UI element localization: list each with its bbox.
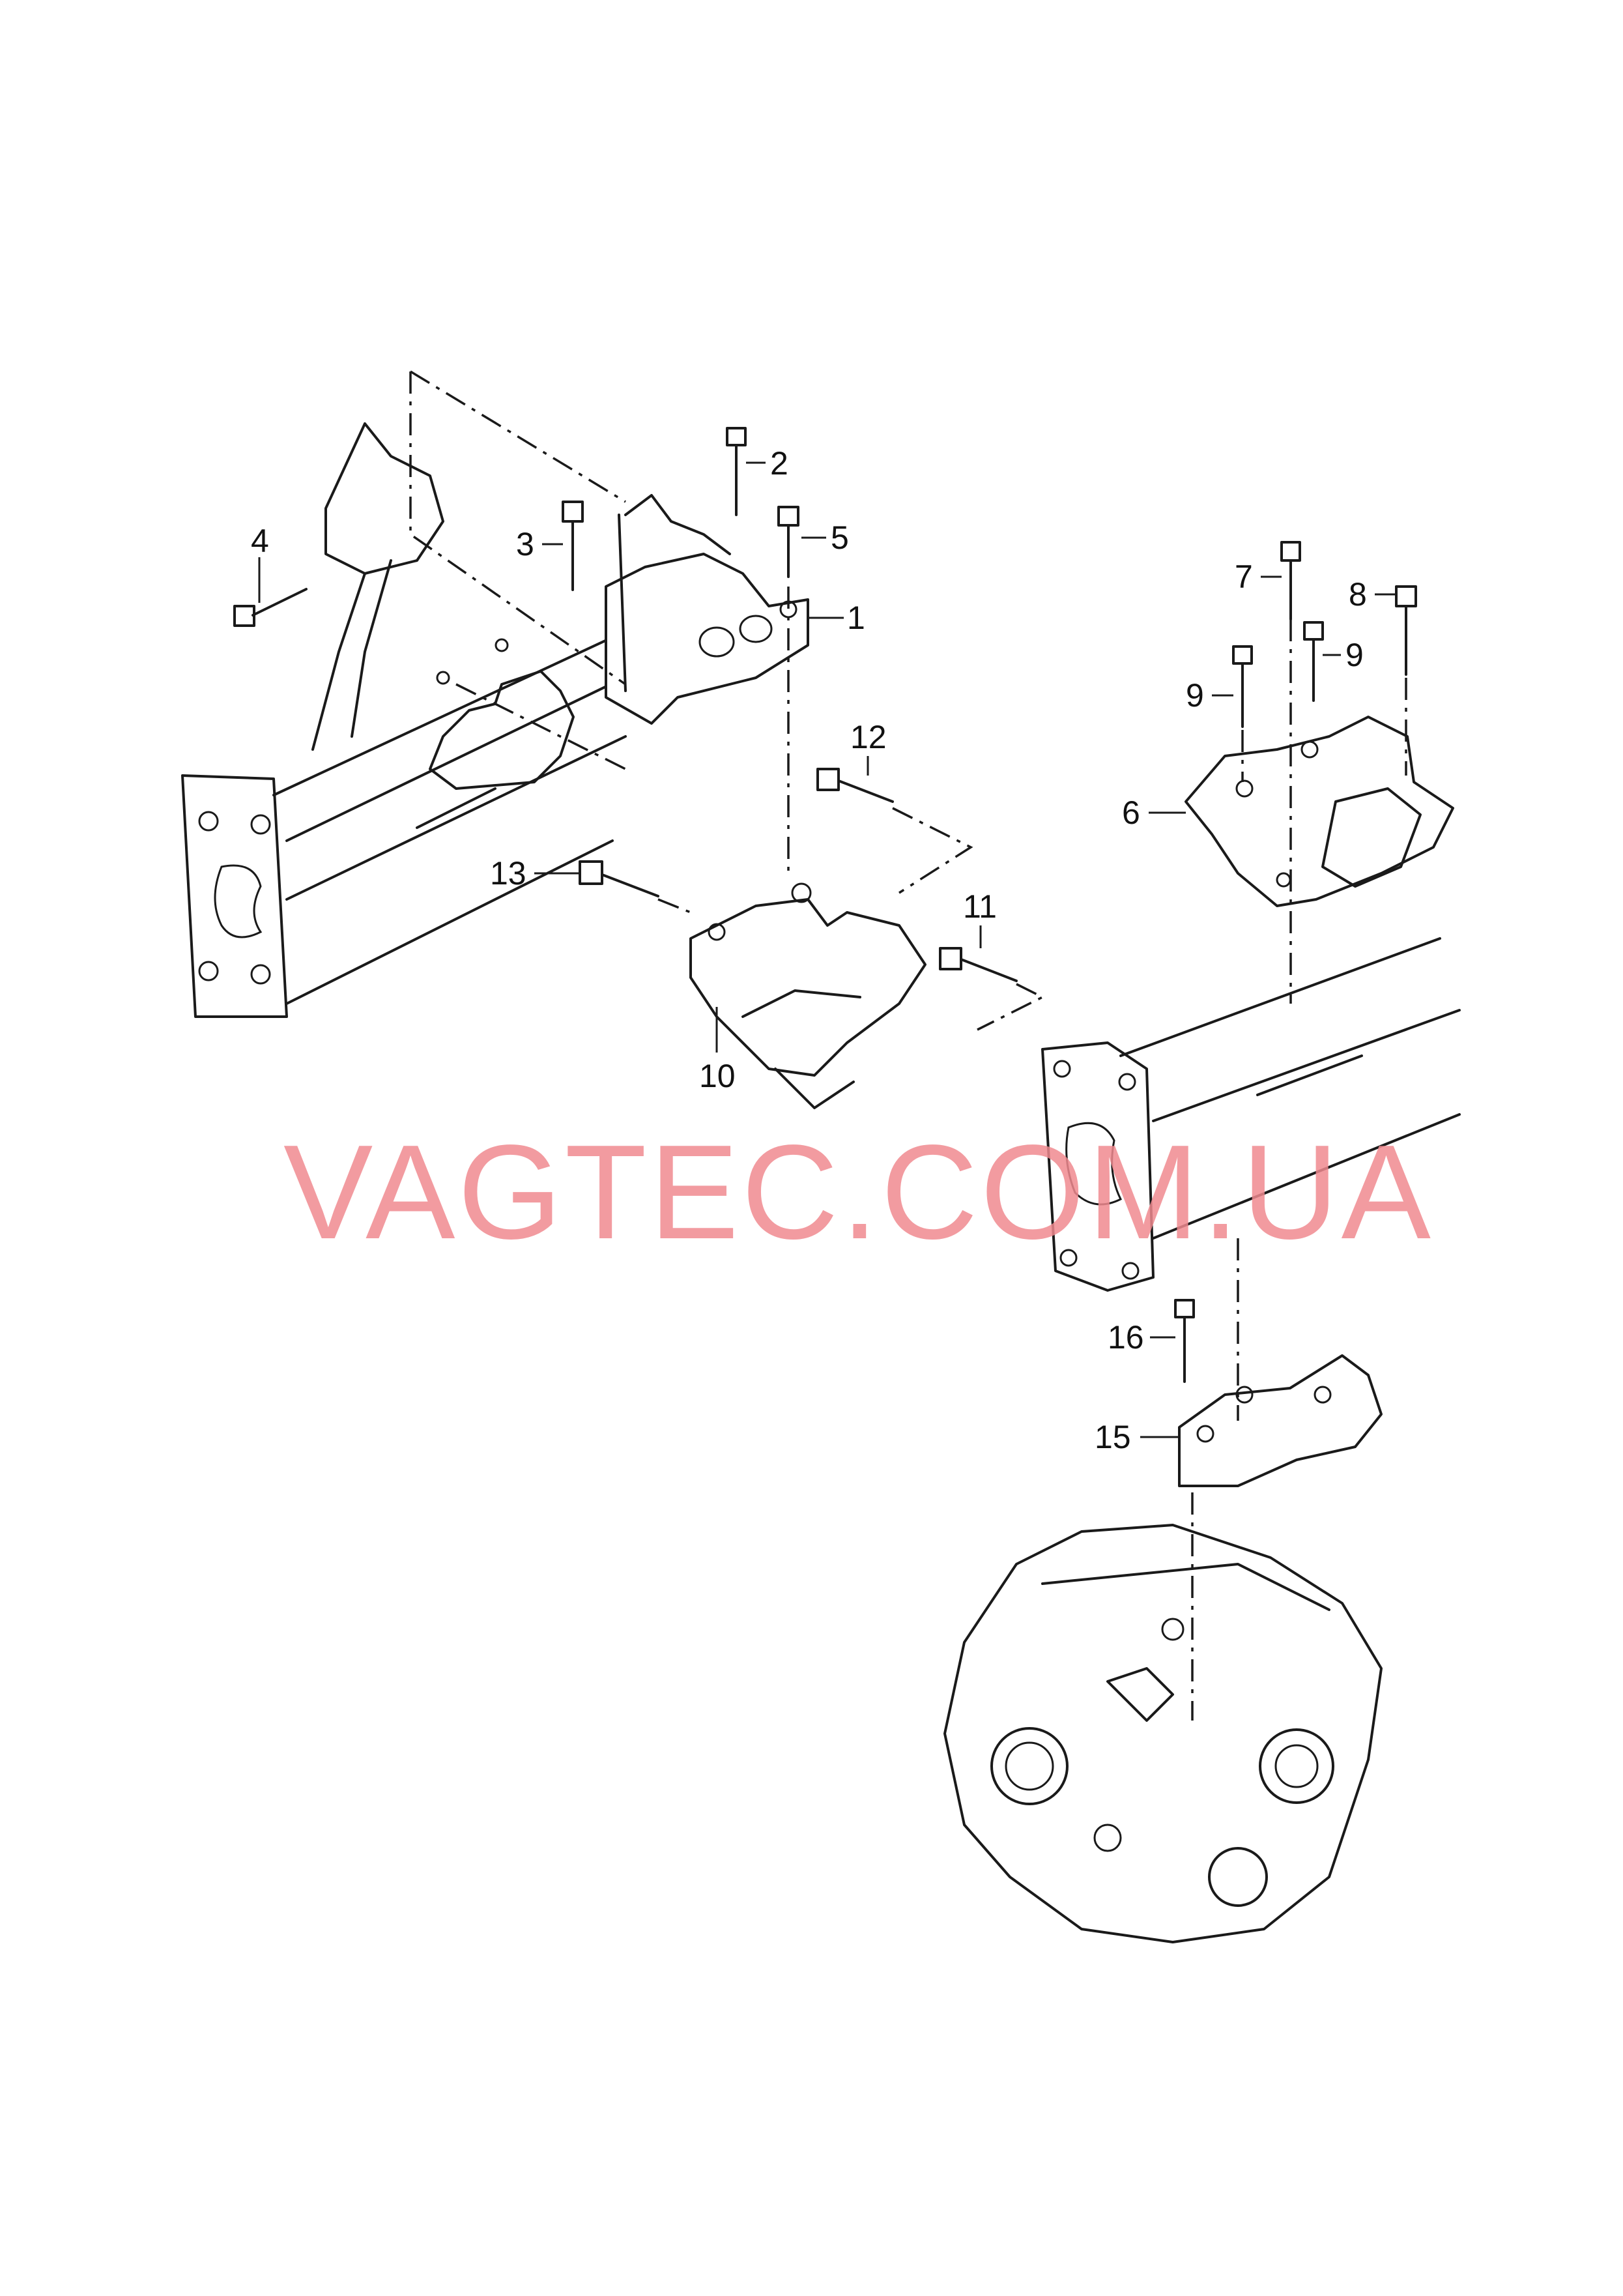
- bolt-4: [233, 588, 308, 627]
- callout-15: 15: [1095, 1419, 1131, 1455]
- callout-9b: 9: [1345, 637, 1364, 673]
- assembly-lines: [409, 370, 1407, 1721]
- leader-lines: [258, 461, 1396, 1438]
- gearbox-housing: [943, 1524, 1383, 1943]
- callout-13: 13: [490, 855, 526, 892]
- bolt-8: [1395, 585, 1417, 676]
- callout-10: 10: [699, 1058, 736, 1094]
- bolt-2: [726, 427, 747, 516]
- callout-4: 4: [251, 523, 269, 559]
- callout-3: 3: [516, 526, 534, 562]
- bolt-7: [1280, 541, 1301, 620]
- callout-12: 12: [850, 719, 887, 755]
- callout-16: 16: [1108, 1319, 1144, 1356]
- callout-2: 2: [770, 445, 788, 482]
- right-subframe: [1041, 937, 1461, 1292]
- bolt-3: [562, 501, 584, 591]
- left-subframe: [181, 422, 666, 1018]
- callout-1: 1: [847, 600, 865, 636]
- bolt-11: [939, 947, 1018, 982]
- bolt-13: [579, 860, 659, 897]
- callout-7: 7: [1235, 559, 1253, 595]
- callout-labels: 1 2 3 4 5 6 7 8 9 9 10 11 12 13 15 16: [251, 445, 1367, 1455]
- bolt-9a: [1232, 645, 1253, 728]
- bracket-15: [1178, 1354, 1383, 1487]
- callout-6: 6: [1122, 794, 1140, 831]
- transmission-mount-6: [1185, 716, 1454, 907]
- callout-5: 5: [831, 519, 849, 556]
- callout-9a: 9: [1186, 677, 1204, 714]
- watermark: VAGTEC.COM.UA: [283, 1117, 1433, 1267]
- engine-mount-1: [605, 494, 809, 725]
- callout-11: 11: [963, 888, 997, 925]
- callout-8: 8: [1349, 576, 1367, 613]
- bolt-5: [777, 506, 799, 578]
- bolt-16: [1174, 1299, 1195, 1383]
- bolt-12: [816, 768, 894, 803]
- bolt-9b: [1303, 621, 1324, 702]
- pendulum-support-10: [689, 882, 926, 1109]
